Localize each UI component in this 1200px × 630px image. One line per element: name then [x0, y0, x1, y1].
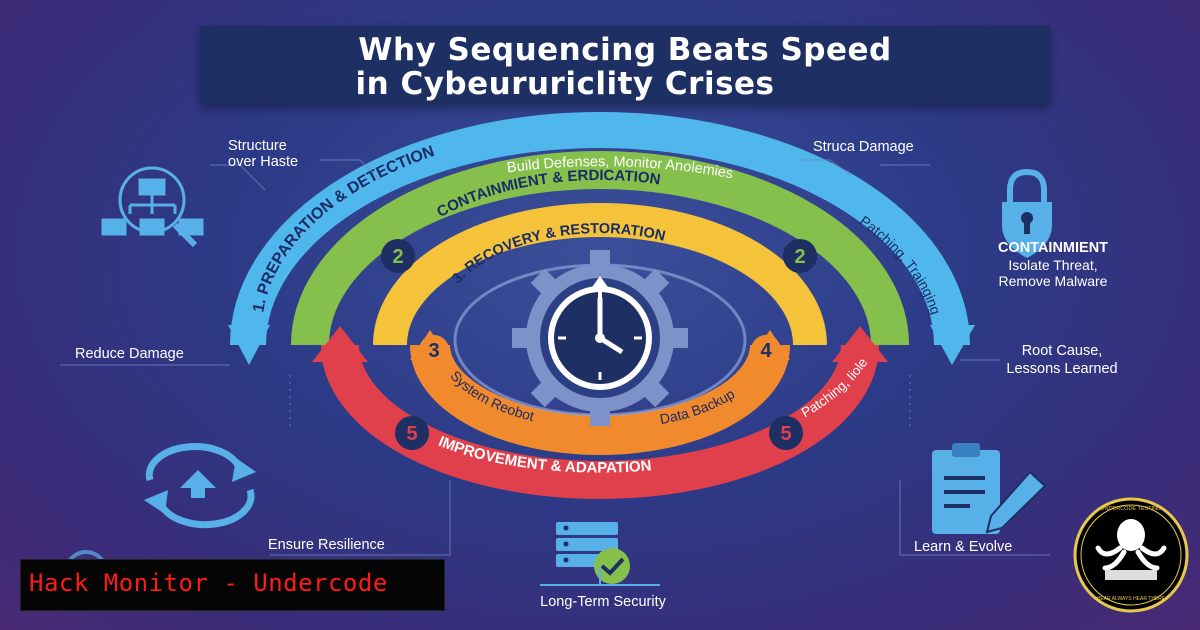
badge-right-red: 5 — [769, 416, 803, 450]
svg-text:5: 5 — [780, 423, 791, 445]
green-ring — [291, 151, 909, 346]
callout-over-haste: over Haste — [228, 154, 299, 170]
brand-label-box: Hack Monitor - Undercode — [20, 559, 445, 611]
callout-learn-evolve: Learn & Evolve — [914, 539, 1013, 555]
svg-text:5: 5 — [406, 423, 417, 445]
outer-ring — [228, 112, 975, 365]
root-cause-line: Root Cause, — [1021, 343, 1103, 359]
refresh-upload-icon — [144, 443, 256, 529]
gear-clock-icon — [453, 250, 747, 426]
lock-shield-icon — [1002, 168, 1052, 258]
callout-ensure-resilience: Ensure Resilience — [268, 537, 385, 553]
title-line-2: in Cybeururiclity Crises — [355, 66, 775, 102]
callout-struca-damage: Struca Damage — [813, 139, 914, 155]
svg-text:3: 3 — [428, 340, 439, 362]
clipboard-pencil-icon — [932, 443, 1047, 534]
containment-title: CONTAINMIENT — [997, 240, 1109, 256]
lessons-learned-line: Lessons Learned — [1006, 361, 1118, 377]
svg-text:UNDERCODE TESTING: UNDERCODE TESTING — [1101, 506, 1162, 512]
badge-right-green: 2 — [783, 239, 817, 273]
title-banner: Why Sequencing Beats Speed in Cybeururic… — [200, 26, 1050, 104]
containment-desc: Isolate Threat, Remove Malware — [968, 257, 1138, 289]
badge-right-orange: 4 — [751, 335, 781, 365]
callout-structure: Structure — [228, 138, 287, 154]
circuit-lines — [60, 159, 1050, 556]
badge-left-orange: 3 — [419, 335, 449, 365]
yellow-ring — [373, 203, 827, 346]
brand-logo: UNDERCODE TESTING HEAR ALWAYS HEAR THERE — [1073, 497, 1189, 613]
svg-text:4: 4 — [760, 340, 772, 362]
brand-label: Hack Monitor - Undercode — [29, 569, 388, 597]
callout-root-cause: Root Cause, Lessons Learned — [982, 342, 1142, 378]
callout-reduce-damage: Reduce Damage — [75, 346, 184, 362]
svg-text:2: 2 — [392, 246, 403, 268]
flowchart-search-icon — [101, 166, 204, 248]
svg-text:HEAR ALWAYS HEAR THERE: HEAR ALWAYS HEAR THERE — [1097, 596, 1166, 602]
svg-text:2: 2 — [794, 246, 805, 268]
badge-left-red: 5 — [395, 416, 429, 450]
title-line-1: Why Sequencing Beats Speed — [358, 32, 892, 68]
server-check-icon — [540, 522, 660, 586]
red-ring — [312, 326, 888, 499]
badge-left-green: 2 — [381, 239, 415, 273]
containment-line-1: Isolate Threat, — [1008, 257, 1098, 273]
callout-long-term: Long-Term Security — [540, 594, 666, 610]
containment-line-2: Remove Malware — [998, 273, 1108, 289]
